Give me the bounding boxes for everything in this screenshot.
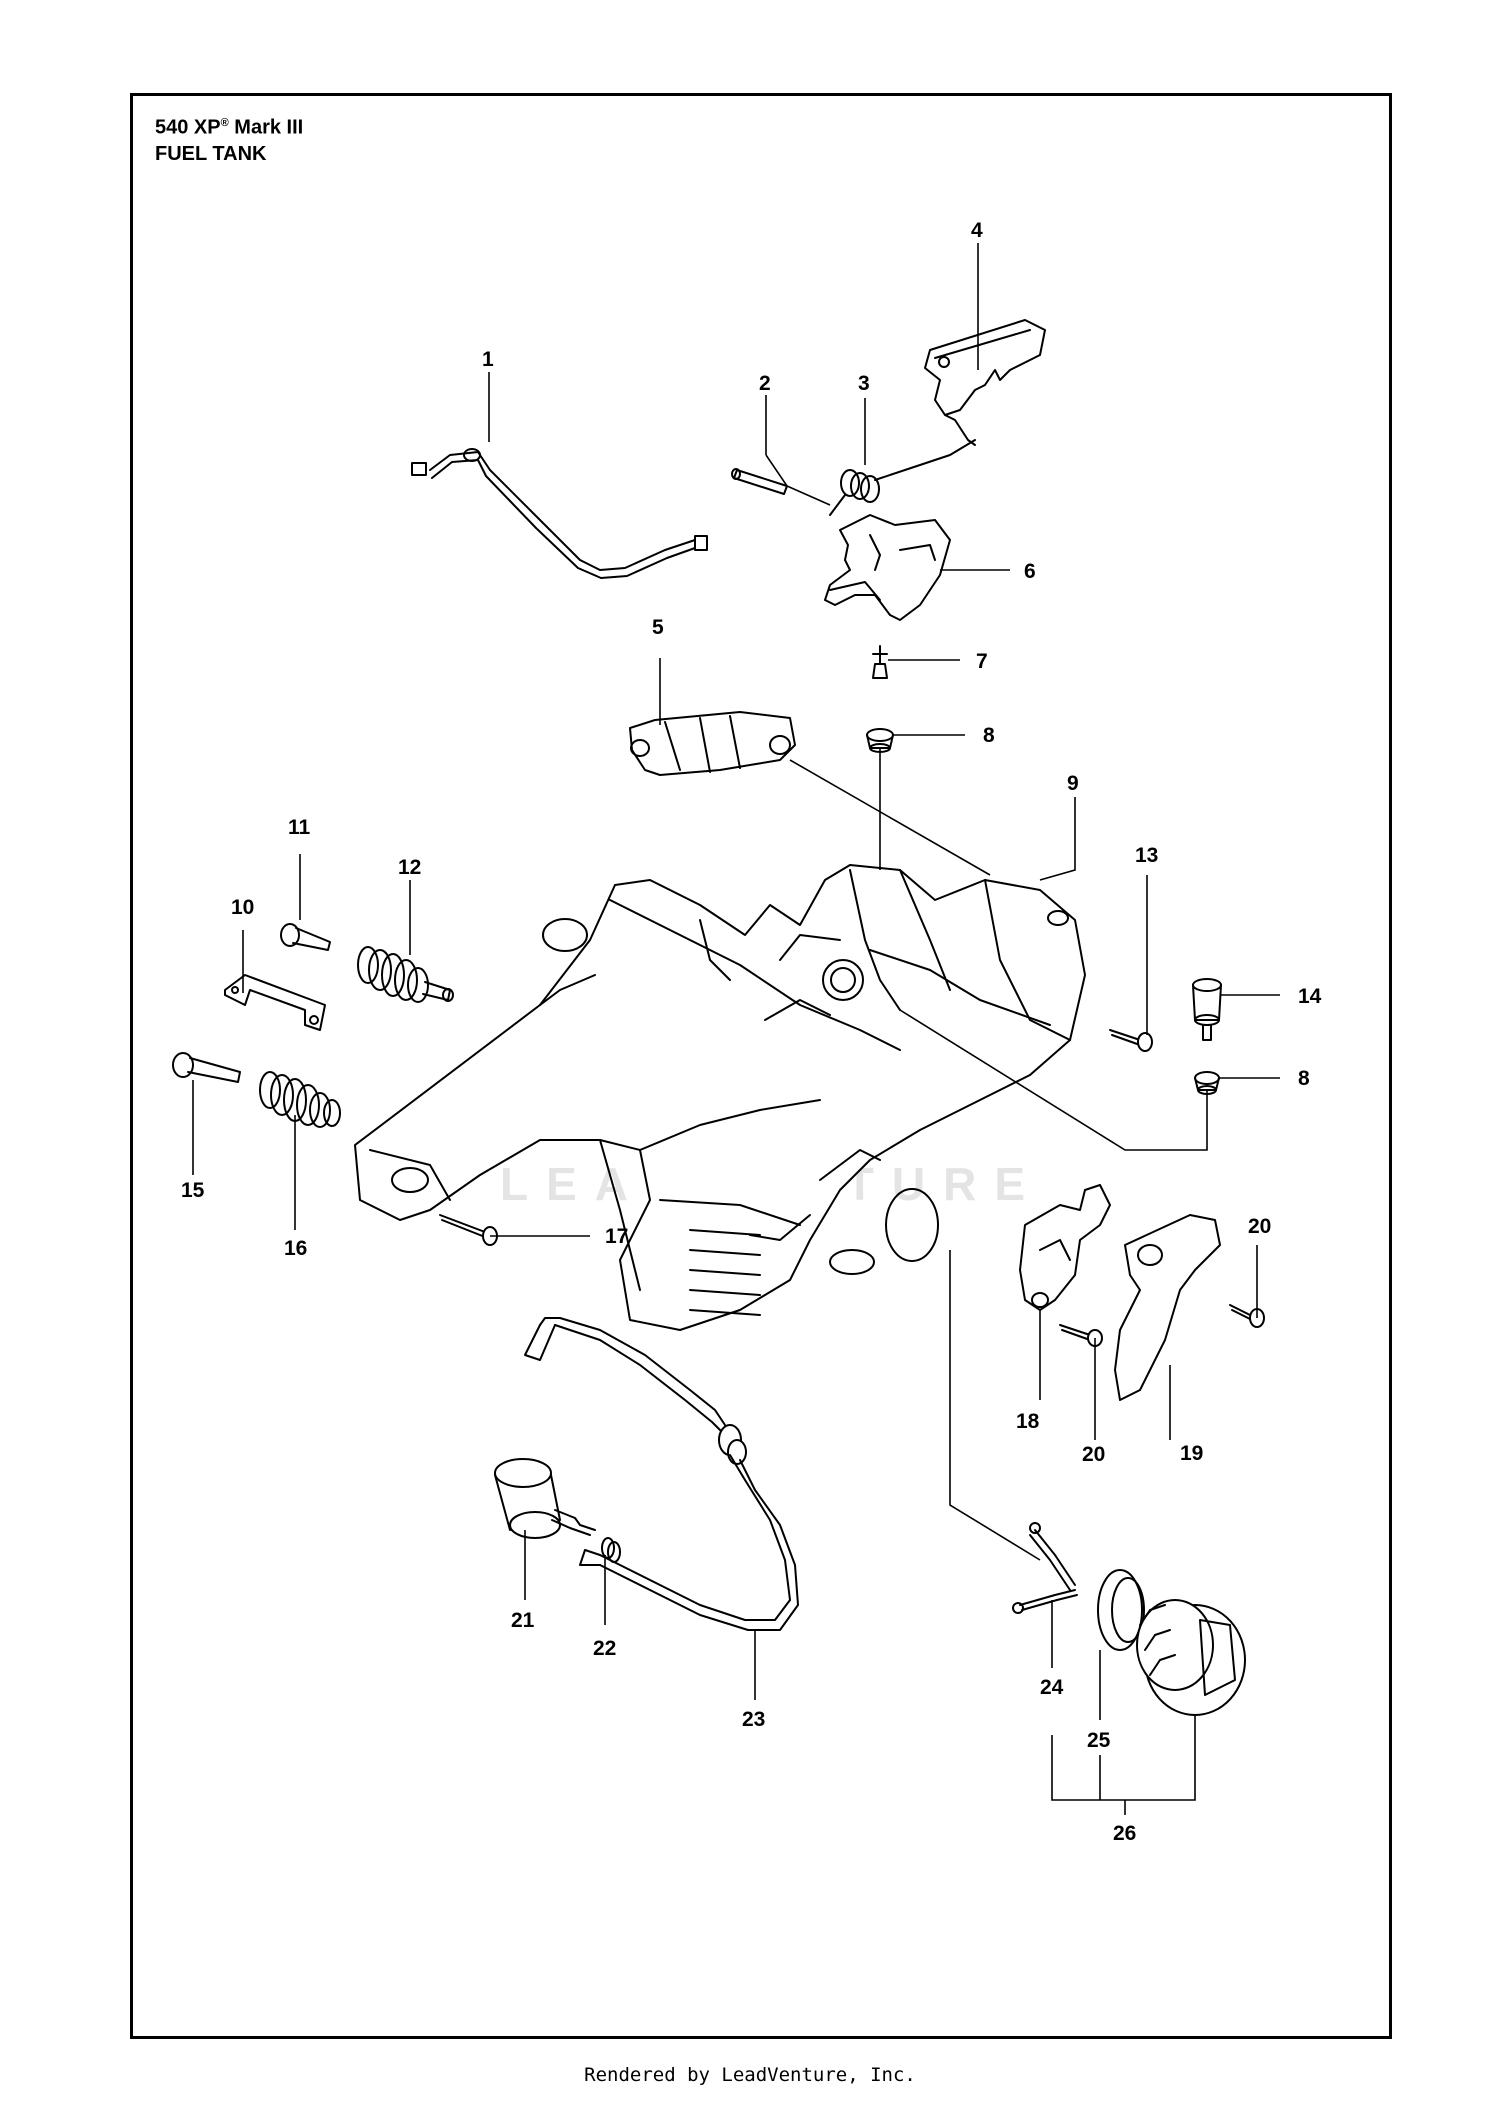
side-cover [1114,1214,1221,1401]
callout-2[interactable]: 2 [759,372,771,395]
av-spring-upper [357,946,454,1003]
callout-20-right[interactable]: 20 [1248,1215,1271,1238]
callout-9[interactable]: 9 [1067,772,1079,795]
callout-15[interactable]: 15 [181,1179,205,1202]
callout-26[interactable]: 26 [1113,1822,1136,1845]
fuel-hose [524,1317,799,1631]
oil-pump-bracket [1019,1184,1111,1311]
callout-4[interactable]: 4 [971,219,983,242]
callout-6[interactable]: 6 [1024,560,1036,583]
section-title: FUEL TANK [155,142,267,165]
screw-13 [1109,1029,1153,1052]
fuel-tank-housing [354,864,1086,1331]
nipple [872,645,888,679]
callout-labels: 1 2 3 4 5 6 7 8 8 9 10 11 12 13 14 15 16… [181,219,1322,1845]
screw-20-right [1229,1304,1265,1328]
throttle-lockout [924,319,1046,446]
callout-11[interactable]: 11 [288,816,311,839]
screw-11 [280,923,331,951]
callout-25[interactable]: 25 [1087,1729,1111,1752]
throttle-trigger [824,514,951,621]
callout-12[interactable]: 12 [398,856,421,879]
callout-17[interactable]: 17 [605,1225,628,1248]
footer-credit: Rendered by LeadVenture, Inc. [584,2064,916,2086]
av-spring-lower [259,1071,341,1128]
diagram-title: 540 XP® Mark III FUEL TANK [155,110,303,167]
callout-8a[interactable]: 8 [983,724,995,747]
callout-24[interactable]: 24 [1040,1676,1064,1699]
callout-7[interactable]: 7 [976,650,988,673]
callout-13[interactable]: 13 [1135,844,1158,867]
torsion-spring [829,439,976,516]
screw-17 [439,1214,498,1246]
callout-20-lower[interactable]: 20 [1082,1443,1105,1466]
callout-18[interactable]: 18 [1016,1410,1040,1433]
callout-16[interactable]: 16 [284,1237,307,1260]
leader-lines [192,243,1280,1815]
throttle-cover [629,711,796,776]
hose-clamp [601,1537,621,1563]
model-title: 540 XP® Mark III [155,116,304,139]
callout-14[interactable]: 14 [1298,985,1322,1008]
pivot-pin [731,468,788,495]
fuel-filter [494,1458,596,1539]
callout-3[interactable]: 3 [858,372,870,395]
screw-15 [172,1052,241,1083]
vent-cap [1192,978,1222,1041]
callout-5[interactable]: 5 [652,616,664,639]
callout-22[interactable]: 22 [593,1637,616,1660]
grommet-upper [866,728,894,753]
callout-21[interactable]: 21 [511,1609,535,1632]
callout-23[interactable]: 23 [742,1708,765,1731]
callout-19[interactable]: 19 [1180,1442,1203,1465]
mounting-bracket [224,974,326,1031]
cap-retainer [1012,1522,1078,1614]
seal-ring [1097,1569,1145,1651]
callout-8b[interactable]: 8 [1298,1067,1310,1090]
callout-10[interactable]: 10 [231,896,254,919]
callout-1[interactable]: 1 [482,348,494,371]
fuel-cap [1136,1599,1246,1716]
wire-harness [411,448,708,579]
diagram-frame [130,93,1392,2039]
